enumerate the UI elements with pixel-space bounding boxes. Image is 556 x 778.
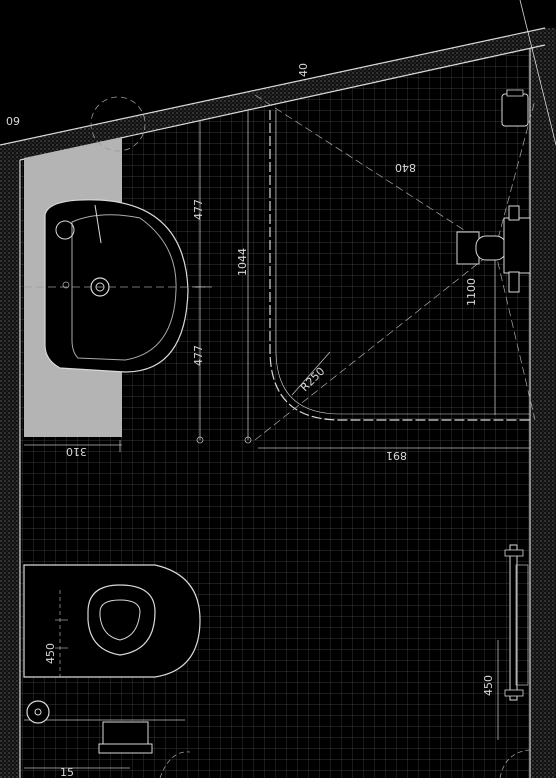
dim-basin-top: 477 (192, 199, 205, 220)
wall-box (98, 721, 153, 754)
shower-mixer (456, 205, 531, 293)
grab-bar (497, 544, 529, 740)
dim-shower-height: 1100 (465, 278, 478, 306)
washbasin (24, 199, 215, 373)
paper-holder (26, 700, 50, 724)
shower-area (254, 94, 536, 449)
dim-grab-bar: 450 (482, 675, 495, 696)
dim-basin-total: 1044 (236, 248, 249, 276)
dim-wall-offset: 60 (6, 114, 20, 127)
wall-shelf (501, 89, 529, 127)
dim-shower-width: 891 (386, 449, 407, 462)
dim-bottom-offset: 15 (60, 766, 74, 778)
dim-toilet-left: 450 (44, 643, 57, 664)
door-arcs (24, 749, 531, 778)
dim-shower-diagonal: 840 (395, 161, 416, 174)
basin-dimensions (24, 96, 252, 452)
toilet (23, 564, 201, 721)
dim-basin-bottom: 477 (192, 345, 205, 366)
dim-counter-depth: 310 (66, 445, 87, 458)
dim-wall-angle: 40 (297, 63, 310, 77)
